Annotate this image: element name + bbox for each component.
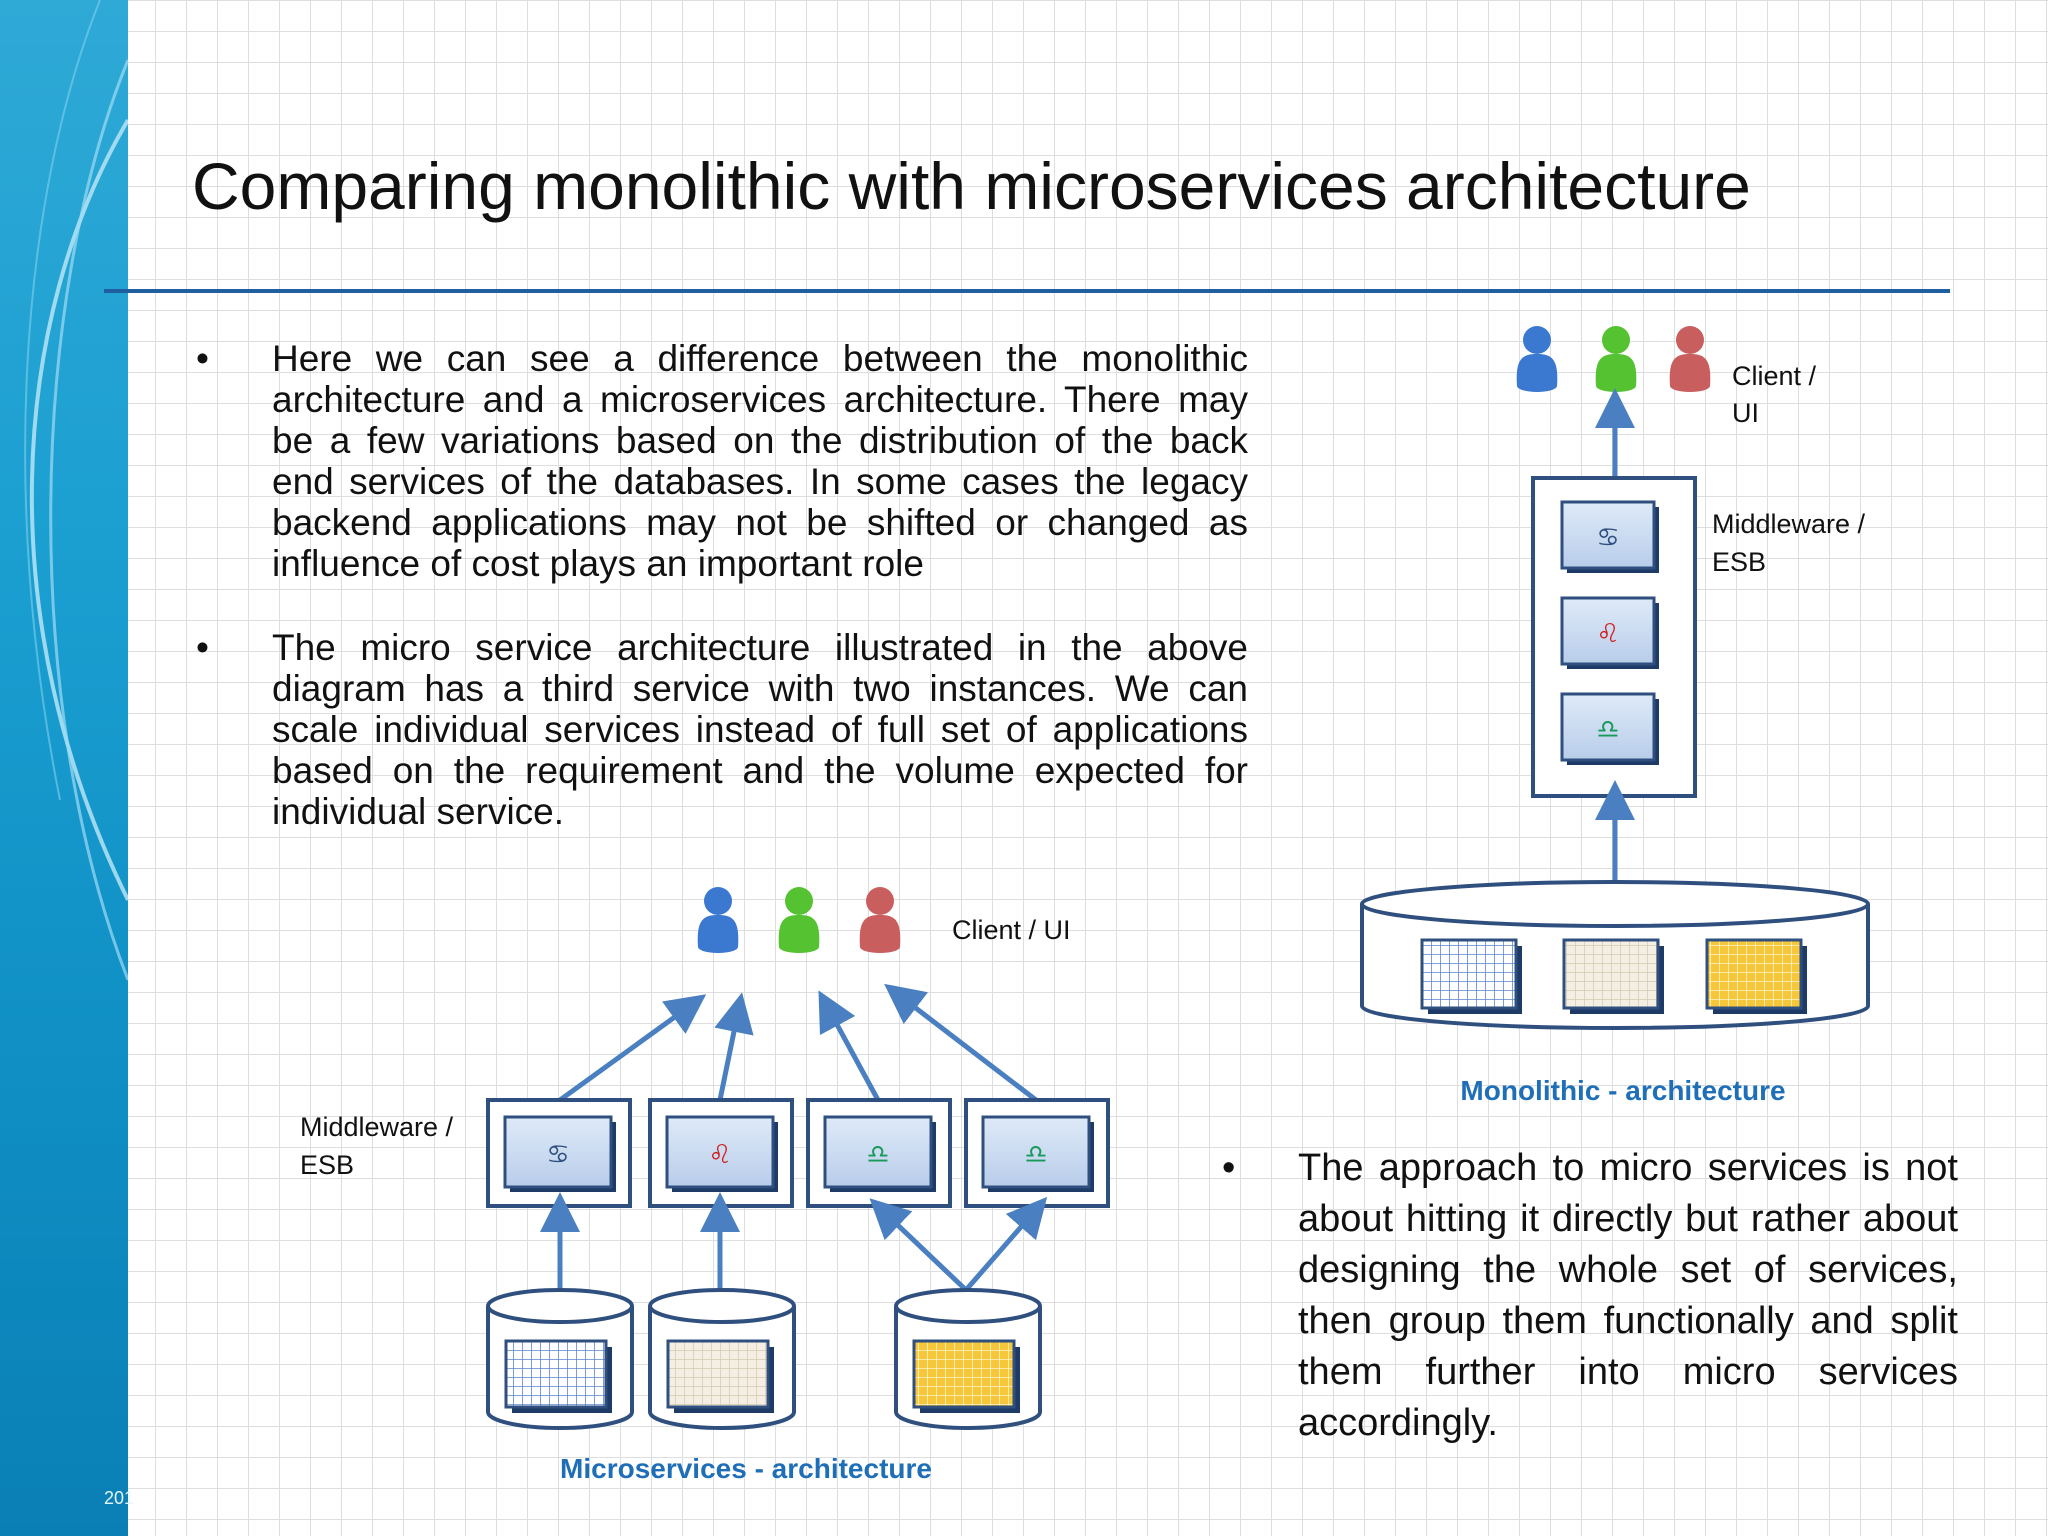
monolithic-service-3: ♎ — [1560, 692, 1659, 765]
table-grid-white — [504, 1339, 608, 1409]
table-grid-yellow — [912, 1339, 1016, 1409]
libra-symbol-icon: ♎ — [866, 1139, 889, 1169]
microservices-diagram: Client / UI Middleware / ESB ♋ ♌ ♎ — [300, 887, 1110, 1484]
micro-service-1: ♋ — [486, 1098, 632, 1208]
monolithic-database — [1360, 880, 1870, 1030]
monolithic-client-label-2: UI — [1732, 398, 1759, 428]
cancer-symbol-icon: ♋ — [1596, 522, 1619, 552]
arrow-up — [558, 994, 707, 1103]
monolithic-service-2: ♌ — [1560, 596, 1659, 669]
user-blue-icon — [1516, 326, 1558, 392]
arrows-to-clients — [558, 983, 1038, 1103]
microservices-client-label: Client / UI — [952, 915, 1071, 945]
leo-symbol-icon: ♌ — [708, 1139, 731, 1169]
micro-database-1 — [486, 1288, 634, 1430]
slide-title: Comparing monolithic with microservices … — [192, 149, 1751, 223]
bullet-dot: • — [196, 338, 209, 379]
bullet-item: • The micro service architecture illustr… — [196, 627, 1248, 832]
arrow-up — [964, 1196, 1048, 1292]
title-divider — [104, 289, 1950, 293]
table-grid-cream — [1562, 938, 1660, 1010]
user-red-icon — [1669, 326, 1711, 392]
table-grid-white — [1420, 938, 1518, 1010]
libra-symbol-icon: ♎ — [1596, 714, 1619, 744]
table-grid-yellow — [1705, 938, 1803, 1010]
bullet-dot: • — [1222, 1147, 1236, 1189]
bullet-list-bottom: • The approach to micro services is not … — [1222, 1143, 1958, 1449]
user-green-icon — [1595, 326, 1637, 392]
micro-service-2: ♌ — [648, 1098, 794, 1208]
bullet-item: • Here we can see a difference between t… — [196, 338, 1248, 584]
microservices-middleware-label-2: ESB — [300, 1150, 354, 1180]
bullet-list-top: • Here we can see a difference between t… — [196, 338, 1248, 875]
arrows-db-to-services — [540, 1192, 1048, 1292]
micro-database-3 — [894, 1288, 1042, 1430]
libra-symbol-icon: ♎ — [1024, 1139, 1047, 1169]
bullet-item: • The approach to micro services is not … — [1222, 1143, 1958, 1449]
microservices-caption: Microservices - architecture — [560, 1453, 932, 1484]
microservices-users — [697, 887, 901, 953]
arrow-up — [869, 1198, 968, 1292]
micro-database-2 — [648, 1288, 796, 1430]
monolithic-diagram: Client / UI Middleware / ESB ♋ ♌ ♎ — [1360, 326, 1870, 1106]
microservices-middleware-label: Middleware / — [300, 1112, 454, 1142]
monolithic-middleware-label: Middleware / — [1712, 509, 1866, 539]
arrow-up — [884, 983, 1038, 1102]
monolithic-service-1: ♋ — [1560, 500, 1659, 573]
leo-symbol-icon: ♌ — [1596, 618, 1619, 648]
left-decorative-band — [0, 0, 128, 1536]
monolithic-caption: Monolithic - architecture — [1460, 1075, 1785, 1106]
table-grid-cream — [666, 1339, 770, 1409]
footer-year: 201 — [104, 1488, 135, 1508]
micro-service-4: ♎ — [964, 1098, 1110, 1208]
arrow-up — [818, 990, 881, 1102]
user-blue-icon — [697, 887, 739, 953]
user-red-icon — [859, 887, 901, 953]
monolithic-middleware-label-2: ESB — [1712, 547, 1766, 577]
bullet-text: Here we can see a difference between the… — [272, 338, 1248, 584]
bullet-dot: • — [196, 627, 209, 668]
arrow-up — [714, 992, 754, 1101]
cancer-symbol-icon: ♋ — [546, 1139, 569, 1169]
bullet-text: The micro service architecture illustrat… — [272, 627, 1248, 832]
bullet-text: The approach to micro services is not ab… — [1298, 1147, 1958, 1444]
user-green-icon — [778, 887, 820, 953]
decorative-swoosh — [24, 0, 128, 981]
monolithic-users — [1516, 326, 1711, 392]
monolithic-client-label: Client / — [1732, 361, 1817, 391]
micro-service-3: ♎ — [806, 1098, 952, 1208]
